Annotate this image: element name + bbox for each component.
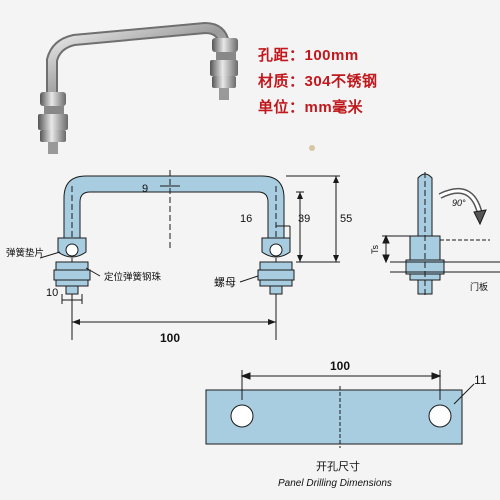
dim-inner-height: 39 xyxy=(298,213,310,225)
side-view-drawing xyxy=(382,172,500,296)
photo-left-fixture xyxy=(38,92,68,154)
dim-top-width: 9 xyxy=(142,183,148,195)
dim-rotation: 90° xyxy=(452,198,466,208)
dim-thread-width: 10 xyxy=(46,287,58,299)
label-nut: 螺母 xyxy=(214,276,236,289)
dim-total-height: 55 xyxy=(340,213,352,225)
label-ball: 定位弹簧钢珠 xyxy=(104,271,162,283)
spec-material: 材质：304不锈钢 xyxy=(258,73,378,90)
dim-span: 100 xyxy=(160,331,180,345)
left-hole xyxy=(230,404,254,428)
spec-hole-distance: 孔距：100mm xyxy=(258,47,359,64)
left-fixture-drawing xyxy=(53,237,91,295)
right-hole xyxy=(428,404,452,428)
dim-panel-span: 100 xyxy=(330,359,350,373)
label-panel-thickness: 门板 xyxy=(470,281,488,293)
dim-hole-diameter: 11 xyxy=(474,373,487,387)
label-spring-washer: 弹簧垫片 xyxy=(6,247,44,259)
dim-ts: Ts xyxy=(370,245,380,255)
panel-drawing xyxy=(205,370,475,448)
dim-spring-offset: 16 xyxy=(240,213,252,225)
spec-unit: 单位：mm毫米 xyxy=(258,99,364,116)
drilling-title-cn: 开孔尺寸 xyxy=(316,459,360,473)
drilling-title-en: Panel Drilling Dimensions xyxy=(278,478,392,489)
photo-right-fixture xyxy=(210,38,238,100)
right-fixture-drawing xyxy=(257,237,295,295)
